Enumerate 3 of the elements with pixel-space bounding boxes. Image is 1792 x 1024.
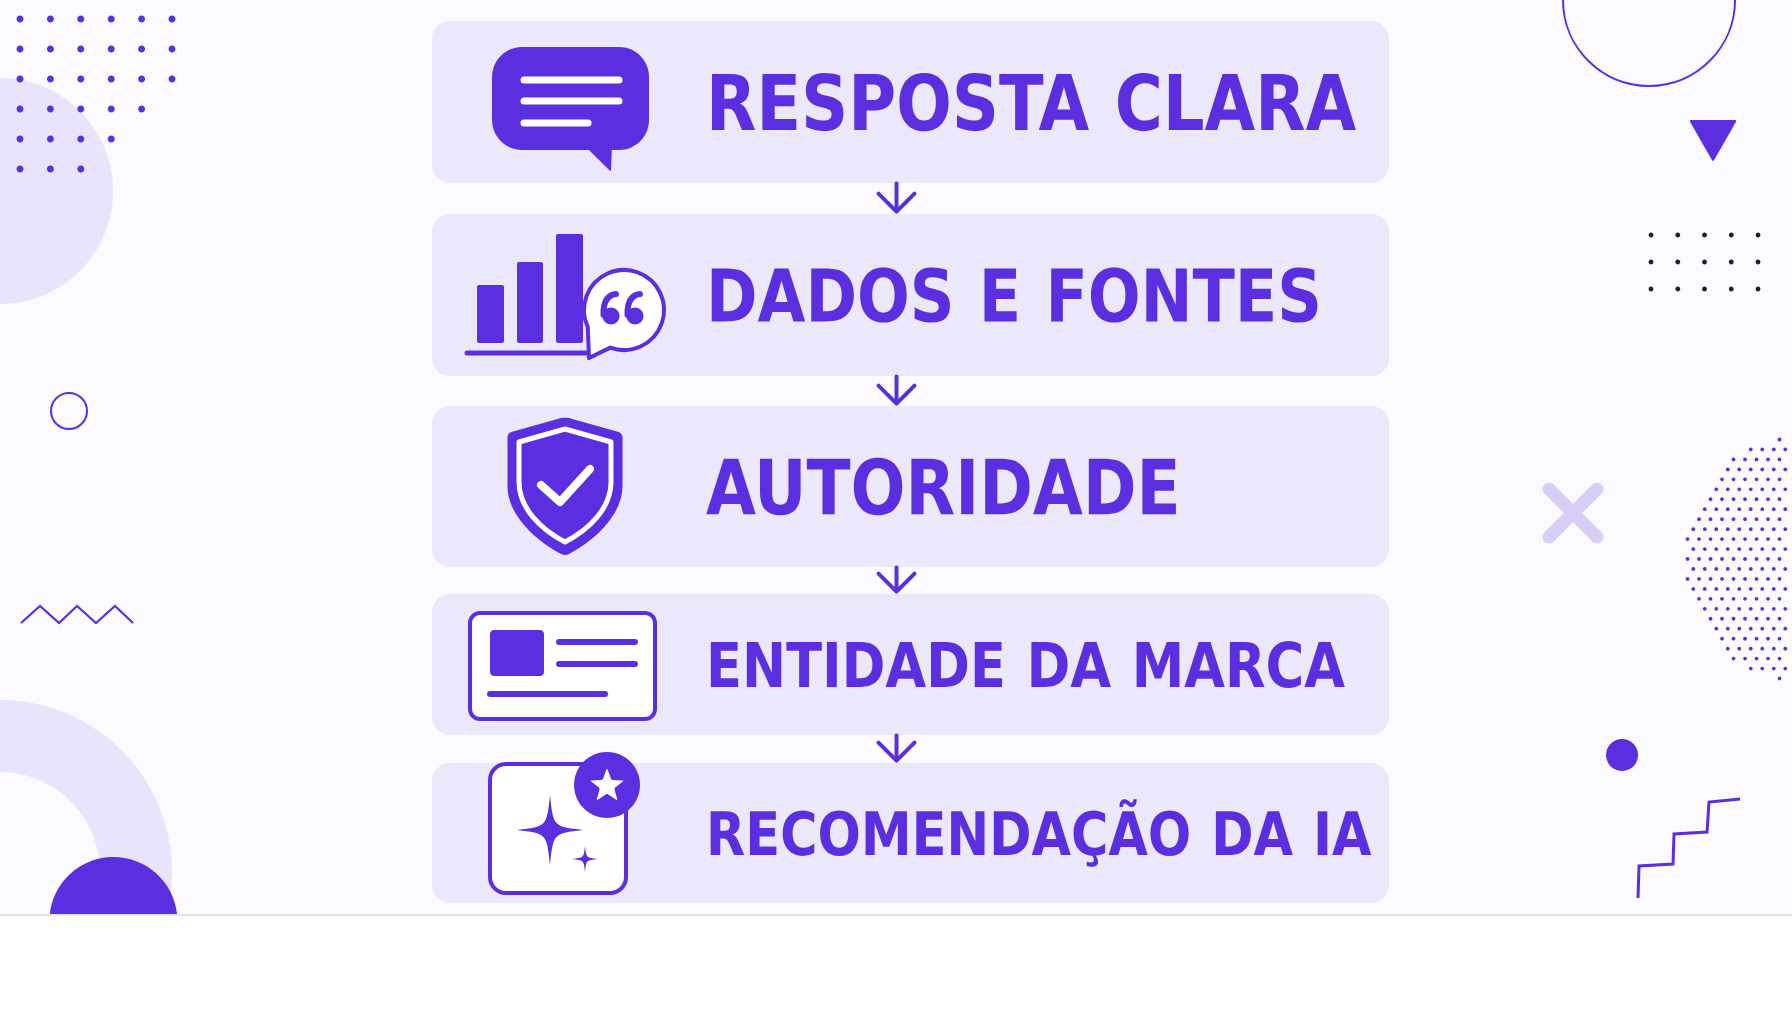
stage-box: AUTORIDADE [432, 406, 1389, 567]
stage-box: RESPOSTA CLARA [432, 21, 1389, 183]
stage-box: DADOS E FONTES [432, 214, 1389, 376]
